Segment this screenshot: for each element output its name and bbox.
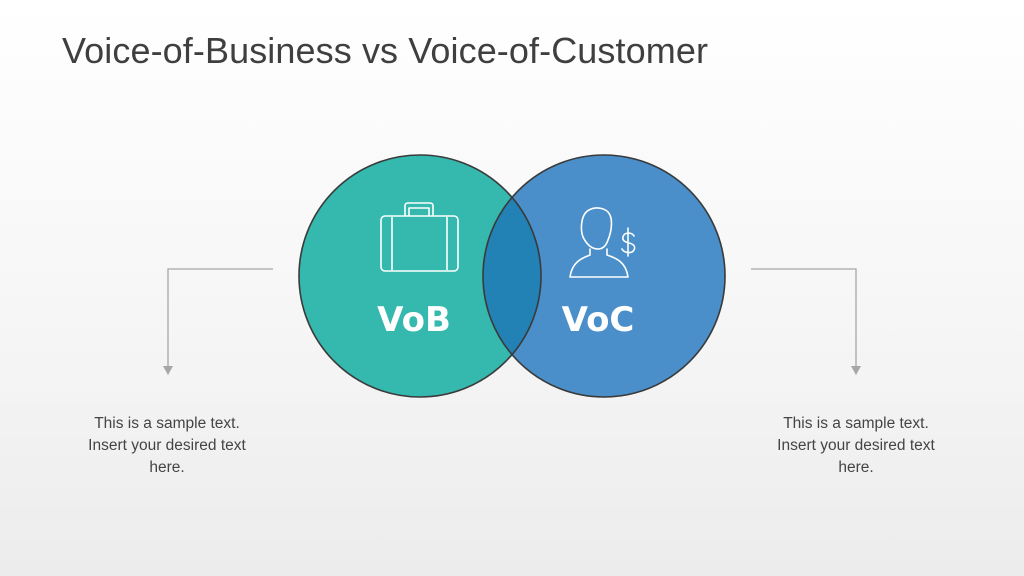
right-caption-line: Insert your desired text [777, 437, 935, 454]
right-caption: This is a sample text. Insert your desir… [751, 413, 961, 479]
voc-label: VoC [562, 300, 635, 340]
vob-circle [299, 155, 541, 397]
vob-label: VoB [377, 300, 451, 340]
vob-circle-outline [298, 154, 542, 398]
right-connector-line [751, 268, 857, 368]
person-dollar-icon [569, 207, 636, 278]
left-connector-line [167, 268, 273, 368]
left-connector-arrowhead [163, 366, 173, 375]
briefcase-icon [380, 202, 459, 272]
right-connector-arrowhead [851, 366, 861, 375]
slide-title: Voice-of-Business vs Voice-of-Customer [62, 30, 709, 71]
left-connector [163, 268, 273, 375]
left-caption-line: Insert your desired text [88, 437, 246, 454]
right-connector [751, 268, 861, 375]
right-caption-line: here. [838, 459, 874, 476]
voc-circle-outline [482, 154, 726, 398]
left-caption: This is a sample text. Insert your desir… [62, 413, 272, 479]
left-caption-line: here. [149, 459, 185, 476]
right-caption-line: This is a sample text. [783, 415, 929, 432]
left-caption-line: This is a sample text. [94, 415, 240, 432]
voc-circle [483, 155, 725, 397]
